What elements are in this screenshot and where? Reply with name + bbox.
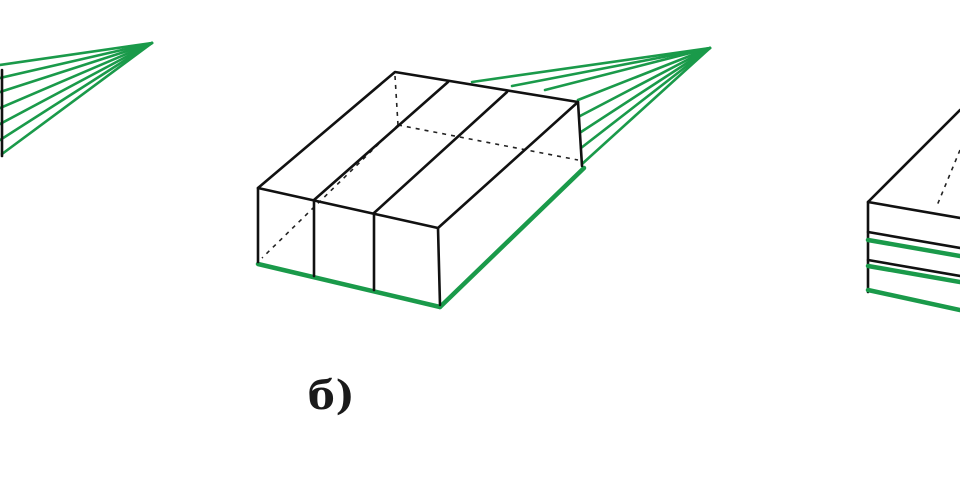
center-box-outline xyxy=(256,70,584,307)
center-fibre-rays xyxy=(470,46,712,166)
right-layer-stripes xyxy=(865,237,960,313)
left-fibre-rays xyxy=(0,41,154,156)
center-hidden-edges xyxy=(261,75,579,259)
right-layered-figure-partial xyxy=(865,108,960,313)
figure-caption: б) xyxy=(308,372,356,419)
center-base-highlight xyxy=(255,165,587,310)
center-box-figure xyxy=(255,46,712,310)
left-figure-partial xyxy=(0,41,154,158)
